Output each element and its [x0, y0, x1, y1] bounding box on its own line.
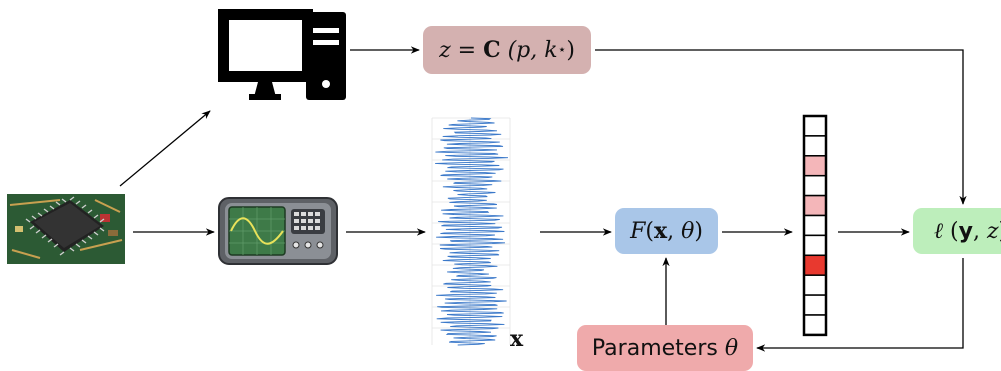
network-sep: , — [667, 218, 682, 244]
vector-cell — [803, 194, 827, 217]
signal-trace-icon — [431, 117, 511, 346]
desktop-computer-icon — [218, 9, 346, 100]
vector-cell — [803, 314, 827, 336]
vector-cell — [803, 234, 827, 257]
network-x: x — [653, 218, 668, 244]
loss-y: y — [958, 218, 973, 244]
arrow-loss-to-params — [756, 258, 964, 352]
network-open: ( — [645, 218, 654, 244]
network-theta: θ — [681, 218, 695, 244]
trace-label: x — [510, 326, 524, 352]
leakage-args: (p, k — [500, 37, 558, 63]
vector-cell — [803, 294, 827, 316]
oscilloscope-icon — [218, 197, 338, 265]
vector-outline — [802, 114, 828, 337]
vector-cell — [803, 254, 827, 276]
loss-z: z — [986, 218, 999, 244]
vector-cell — [803, 274, 827, 296]
vector-cell — [803, 214, 827, 237]
microchip-board-icon — [7, 194, 125, 264]
parameters-theta: θ — [724, 335, 739, 361]
vector-cell — [803, 174, 827, 197]
output-vector-icon — [802, 114, 828, 337]
vector-cell — [803, 155, 827, 177]
loss-sep: , — [972, 218, 987, 244]
vector-cell — [803, 115, 827, 137]
arrow-leakage-to-loss — [595, 49, 967, 205]
leakage-function: C — [483, 37, 501, 63]
parameters-box: Parameters θ — [577, 325, 753, 371]
leakage-model-box: z = C (p, k ⋆ ) — [423, 26, 591, 74]
loss-ell: ℓ — [933, 219, 944, 244]
vector-cell — [803, 135, 827, 157]
loss-close: ) — [999, 219, 1001, 244]
network-box: F ( x , θ ) — [615, 208, 718, 254]
leakage-key-star: ⋆ — [557, 42, 567, 58]
network-fn: F — [630, 218, 646, 244]
network-close: ) — [694, 218, 703, 244]
arrow-chip-to-computer — [119, 110, 211, 187]
loss-box: ℓ ( y , z ) — [913, 208, 1001, 254]
loss-open: ( — [943, 218, 959, 244]
leakage-close: ) — [566, 37, 575, 63]
leakage-lhs: z — [439, 37, 451, 63]
leakage-eq: = — [450, 37, 484, 63]
parameters-label: Parameters — [591, 335, 725, 361]
